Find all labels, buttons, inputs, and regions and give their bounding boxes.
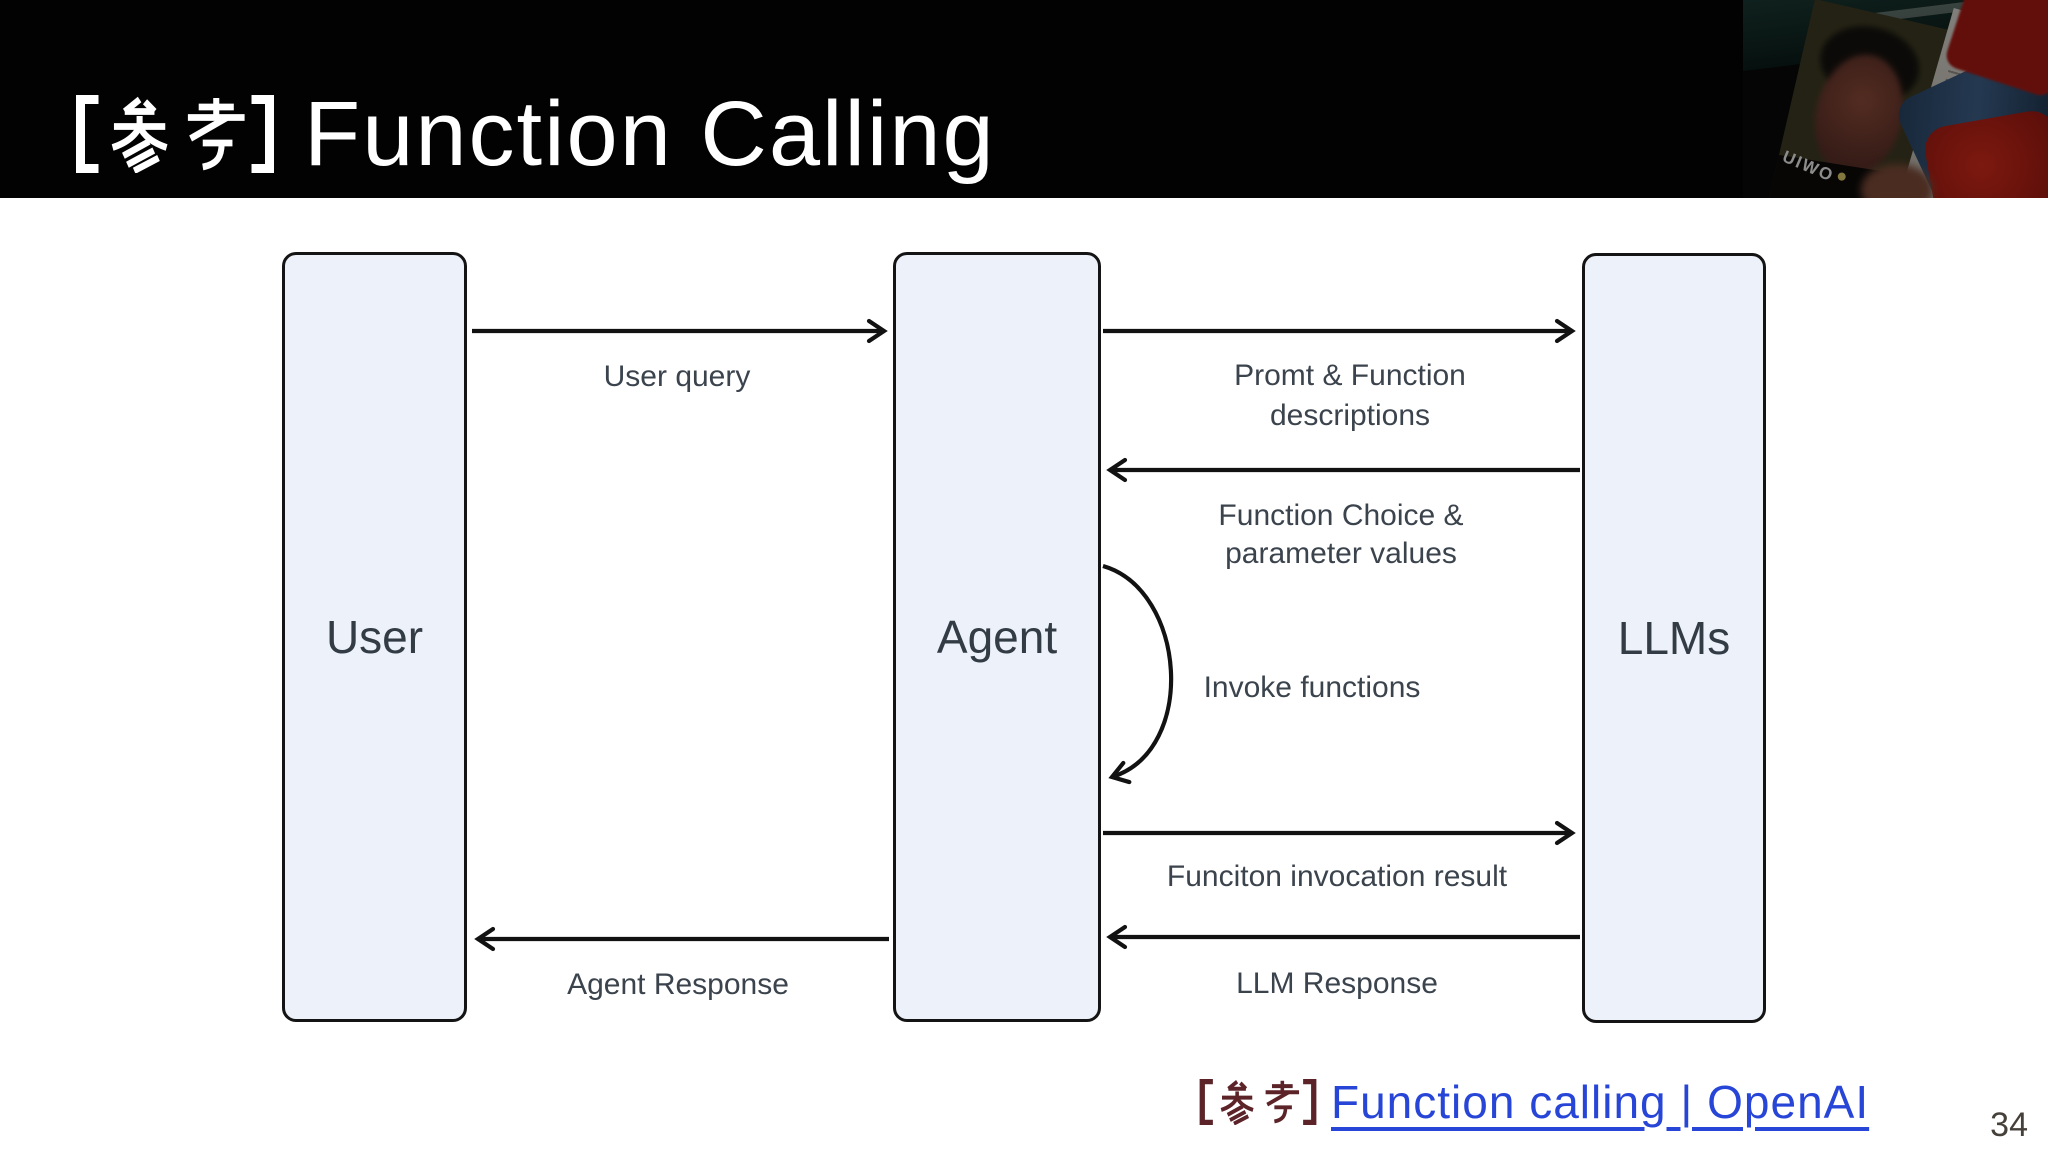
node-agent-label: Agent bbox=[936, 611, 1058, 663]
arrow-agent-self-loop bbox=[1102, 563, 1174, 785]
edge-label-llm-response: LLM Response bbox=[1236, 967, 1438, 1000]
edge-label-line: Function Choice & bbox=[1218, 499, 1464, 532]
page-title: 【参考】 Function Calling bbox=[70, 88, 996, 180]
edge-label-prompt-function: Promt & Function descriptions bbox=[1234, 356, 1466, 436]
kanji-sankou-icon bbox=[70, 95, 280, 173]
edge-label-user-query: User query bbox=[603, 360, 751, 393]
node-agent: Agent bbox=[893, 252, 1101, 1022]
reference-row: 【参考】 Function calling | OpenAI bbox=[1195, 1076, 1869, 1128]
edge-label-function-choice: Function Choice & parameter values bbox=[1218, 497, 1463, 573]
webcam-photo: UIWO bbox=[1743, 0, 2048, 198]
page-number: 34 bbox=[1990, 1106, 2028, 1144]
edge-label-invoke-functions: Invoke functions bbox=[1203, 671, 1421, 704]
webcam-hand-shape bbox=[1861, 164, 1933, 198]
edge-label-agent-response: Agent Response bbox=[567, 968, 789, 1001]
node-user-label: User bbox=[325, 611, 424, 663]
node-llms: LLMs bbox=[1582, 253, 1766, 1023]
edge-label-line: descriptions bbox=[1269, 399, 1431, 432]
title-text: Function Calling bbox=[304, 83, 996, 185]
reference-link[interactable]: Function calling | OpenAI bbox=[1331, 1076, 1870, 1128]
edge-label-invocation-result: Funciton invocation result bbox=[1166, 860, 1508, 893]
node-llms-label: LLMs bbox=[1617, 612, 1731, 664]
node-user: User bbox=[282, 252, 467, 1022]
edge-label-line: parameter values bbox=[1225, 537, 1457, 570]
kanji-sankou-icon bbox=[1195, 1079, 1321, 1125]
webcam-dark-overlay bbox=[1743, 0, 2048, 198]
header-bar: 【参考】 Function Calling bbox=[0, 0, 2048, 198]
edge-label-line: Promt & Function bbox=[1234, 359, 1466, 392]
